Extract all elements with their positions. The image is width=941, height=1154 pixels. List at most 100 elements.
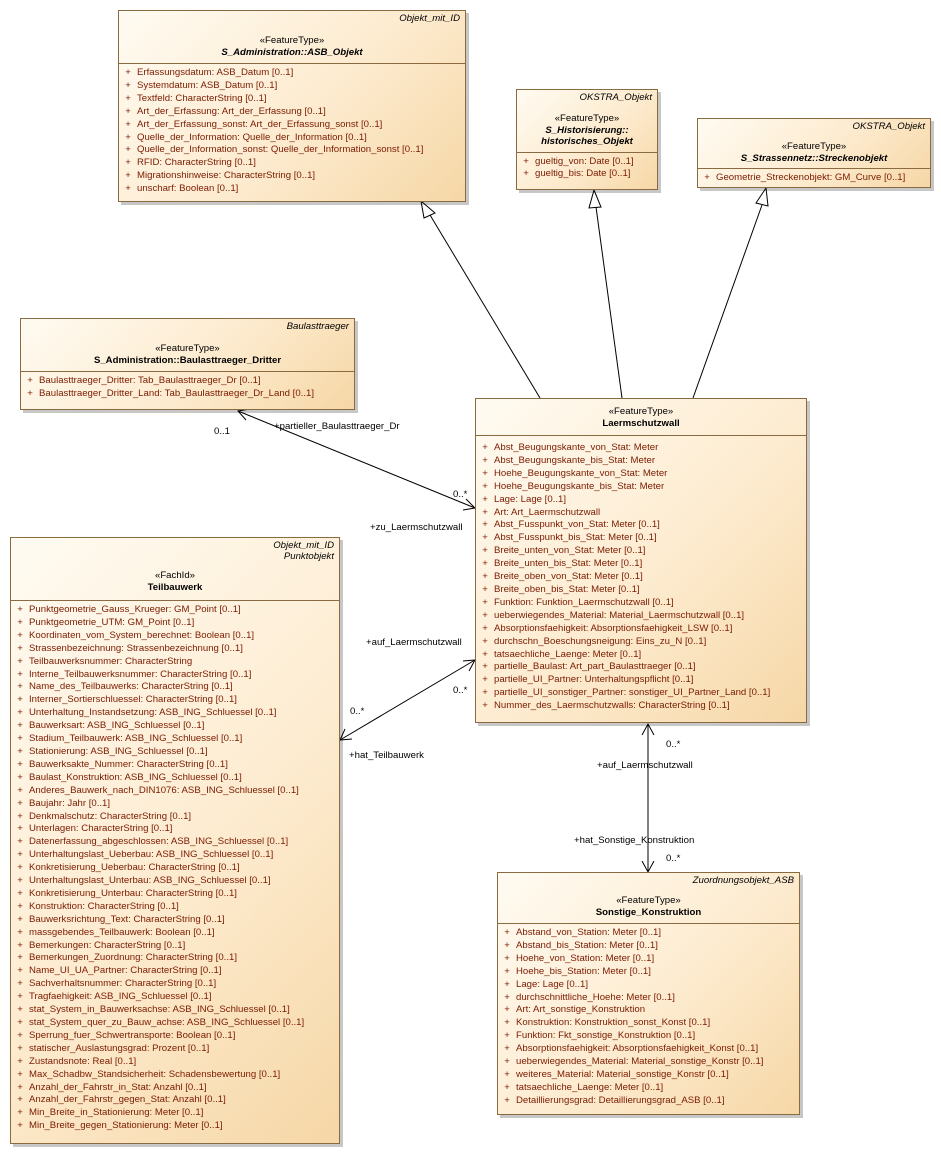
attribute-row[interactable]: +massgebendes_Teilbauwerk: Boolean [0..1… (11, 927, 339, 940)
attribute-row[interactable]: +partielle_UI_sonstiger_Partner: sonstig… (476, 687, 806, 700)
attribute-row[interactable]: +Denkmalschutz: CharacterString [0..1] (11, 811, 339, 824)
attribute-row[interactable]: +Hoehe_Beugungskante_von_Stat: Meter (476, 468, 806, 481)
attribute-row[interactable]: +Unterhaltung_Instandsetzung: ASB_ING_Sc… (11, 707, 339, 720)
attribute-row[interactable]: +Lage: Lage [0..1] (476, 494, 806, 507)
attribute-row[interactable]: +Tragfaehigkeit: ASB_ING_Schluessel [0..… (11, 991, 339, 1004)
attribute-row[interactable]: +Abst_Beugungskante_bis_Stat: Meter (476, 455, 806, 468)
attribute-row[interactable]: +Punktgeometrie_Gauss_Krueger: GM_Point … (11, 604, 339, 617)
attribute-row[interactable]: +Bemerkungen_Zuordnung: CharacterString … (11, 952, 339, 965)
attribute-row[interactable]: +Stadium_Teilbauwerk: ASB_ING_Schluessel… (11, 733, 339, 746)
attribute-row[interactable]: +Name_UI_UA_Partner: CharacterString [0.… (11, 965, 339, 978)
attribute-row[interactable]: +Konkretisierung_Ueberbau: CharacterStri… (11, 862, 339, 875)
attribute-row[interactable]: +Konstruktion: Konstruktion_sonst_Konst … (498, 1017, 799, 1030)
class-teilbauwerk[interactable]: Objekt_mit_ID Punktobjekt «FachId» Teilb… (10, 537, 340, 1144)
attribute-row[interactable]: +Absorptionsfaehigkeit: Absorptionsfaehi… (498, 1043, 799, 1056)
attribute-row[interactable]: +Quelle_der_Information: Quelle_der_Info… (119, 132, 465, 145)
attribute-row[interactable]: +Art_der_Erfassung: Art_der_Erfassung [0… (119, 106, 465, 119)
attribute-row[interactable]: +Art_der_Erfassung_sonst: Art_der_Erfass… (119, 119, 465, 132)
attribute-row[interactable]: +Min_Breite_in_Stationierung: Meter [0..… (11, 1107, 339, 1120)
visibility-public: + (17, 1120, 23, 1132)
attribute-row[interactable]: +Hoehe_bis_Station: Meter [0..1] (498, 966, 799, 979)
attribute-row[interactable]: +Datenerfassung_abgeschlossen: ASB_ING_S… (11, 836, 339, 849)
attribute-row[interactable]: +Interner_Sortierschluessel: CharacterSt… (11, 694, 339, 707)
attribute-row[interactable]: +RFID: CharacterString [0..1] (119, 157, 465, 170)
attribute-row[interactable]: +Bauwerksrichtung_Text: CharacterString … (11, 914, 339, 927)
attribute-row[interactable]: +Bauwerksakte_Nummer: CharacterString [0… (11, 759, 339, 772)
attribute-row[interactable]: +Textfeld: CharacterString [0..1] (119, 93, 465, 106)
class-historisches-objekt[interactable]: OKSTRA_Objekt «FeatureType» S_Historisie… (516, 89, 658, 190)
attribute-row[interactable]: +Max_Schadbw_Standsicherheit: Schadensbe… (11, 1069, 339, 1082)
attribute-row[interactable]: +Zustandsnote: Real [0..1] (11, 1056, 339, 1069)
attribute-row[interactable]: +Breite_oben_von_Stat: Meter [0..1] (476, 571, 806, 584)
attribute-row[interactable]: +Sachverhaltsnummer: CharacterString [0.… (11, 978, 339, 991)
attribute-row[interactable]: +Nummer_des_Laermschutzwalls: CharacterS… (476, 700, 806, 713)
attribute-row[interactable]: +Teilbauwerksnummer: CharacterString (11, 656, 339, 669)
attribute-row[interactable]: +Strassenbezeichnung: Strassenbezeichnun… (11, 643, 339, 656)
attribute-row[interactable]: +tatsaechliche_Laenge: Meter [0..1] (498, 1082, 799, 1095)
attribute-row[interactable]: +Funktion: Funktion_Laermschutzwall [0..… (476, 597, 806, 610)
attribute-row[interactable]: +Interne_Teilbauwerksnummer: CharacterSt… (11, 669, 339, 682)
attribute-row[interactable]: +Detaillierungsgrad: Detaillierungsgrad_… (498, 1095, 799, 1108)
attribute-row[interactable]: +Abst_Fusspunkt_von_Stat: Meter [0..1] (476, 519, 806, 532)
attribute-row[interactable]: +Anzahl_der_Fahrstr_in_Stat: Anzahl [0..… (11, 1082, 339, 1095)
attribute-row[interactable]: +Konkretisierung_Unterbau: CharacterStri… (11, 888, 339, 901)
attribute-row[interactable]: +gueltig_von: Date [0..1] (517, 156, 657, 169)
attribute-row[interactable]: +Geometrie_Streckenobjekt: GM_Curve [0..… (698, 172, 930, 185)
attribute-row[interactable]: +Migrationshinweise: CharacterString [0.… (119, 170, 465, 183)
attribute-row[interactable]: +Breite_unten_von_Stat: Meter [0..1] (476, 545, 806, 558)
class-laermschutzwall[interactable]: «FeatureType» Laermschutzwall +Abst_Beug… (475, 398, 807, 723)
class-baulasttraeger-dritter[interactable]: Baulasttraeger «FeatureType» S_Administr… (20, 318, 355, 410)
attribute-row[interactable]: +Unterhaltungslast_Unterbau: ASB_ING_Sch… (11, 875, 339, 888)
attribute-row[interactable]: +Funktion: Fkt_sonstige_Konstruktion [0.… (498, 1030, 799, 1043)
attribute-row[interactable]: +Erfassungsdatum: ASB_Datum [0..1] (119, 67, 465, 80)
attribute-row[interactable]: +stat_System_quer_zu_Bauw_achse: ASB_ING… (11, 1017, 339, 1030)
attribute-row[interactable]: +durchschnittliche_Hoehe: Meter [0..1] (498, 992, 799, 1005)
attribute-row[interactable]: +partielle_UI_Partner: Unterhaltungspfli… (476, 674, 806, 687)
attribute-row[interactable]: +Anzahl_der_Fahrstr_gegen_Stat: Anzahl [… (11, 1094, 339, 1107)
attribute-row[interactable]: +ueberwiegendes_Material: Material_Laerm… (476, 610, 806, 623)
attribute-row[interactable]: +Baujahr: Jahr [0..1] (11, 798, 339, 811)
attribute-row[interactable]: +Breite_oben_bis_Stat: Meter [0..1] (476, 584, 806, 597)
attribute-row[interactable]: +Bauwerksart: ASB_ING_Schluessel [0..1] (11, 720, 339, 733)
attribute-row[interactable]: +Art: Art_Laermschutzwall (476, 507, 806, 520)
attribute-row[interactable]: +gueltig_bis: Date [0..1] (517, 168, 657, 181)
attribute-row[interactable]: +Bemerkungen: CharacterString [0..1] (11, 940, 339, 953)
attribute-row[interactable]: +Baulasttraeger_Dritter: Tab_Baulasttrae… (21, 375, 354, 388)
attribute-row[interactable]: +Absorptionsfaehigkeit: Absorptionsfaehi… (476, 623, 806, 636)
attribute-row[interactable]: +Quelle_der_Information_sonst: Quelle_de… (119, 144, 465, 157)
class-sonstige-konstruktion[interactable]: Zuordnungsobjekt_ASB «FeatureType» Sonst… (497, 872, 800, 1115)
attribute-row[interactable]: +Baulasttraeger_Dritter_Land: Tab_Baulas… (21, 388, 354, 401)
class-streckenobjekt[interactable]: OKSTRA_Objekt «FeatureType» S_Strassenne… (697, 118, 931, 188)
attribute-row[interactable]: +stat_System_in_Bauwerksachse: ASB_ING_S… (11, 1004, 339, 1017)
attribute-row[interactable]: +Abstand_von_Station: Meter [0..1] (498, 927, 799, 940)
attribute-row[interactable]: +Min_Breite_gegen_Stationierung: Meter [… (11, 1120, 339, 1133)
attribute-row[interactable]: +statischer_Auslastungsgrad: Prozent [0.… (11, 1043, 339, 1056)
attribute-row[interactable]: +tatsaechliche_Laenge: Meter [0..1] (476, 649, 806, 662)
attribute-row[interactable]: +Sperrung_fuer_Schwertransporte: Boolean… (11, 1030, 339, 1043)
class-asb-objekt[interactable]: Objekt_mit_ID «FeatureType» S_Administra… (118, 10, 466, 202)
attribute-row[interactable]: +durchschn_Boeschungsneigung: Eins_zu_N … (476, 636, 806, 649)
attribute-row[interactable]: +Unterhaltungslast_Ueberbau: ASB_ING_Sch… (11, 849, 339, 862)
attribute-row[interactable]: +Hoehe_von_Station: Meter [0..1] (498, 953, 799, 966)
attribute-row[interactable]: +Punktgeometrie_UTM: GM_Point [0..1] (11, 617, 339, 630)
attribute-row[interactable]: +Systemdatum: ASB_Datum [0..1] (119, 80, 465, 93)
attribute-row[interactable]: +Name_des_Teilbauwerks: CharacterString … (11, 681, 339, 694)
attribute-row[interactable]: +Hoehe_Beugungskante_bis_Stat: Meter (476, 481, 806, 494)
attribute-row[interactable]: +Anderes_Bauwerk_nach_DIN1076: ASB_ING_S… (11, 785, 339, 798)
attribute-row[interactable]: +weiteres_Material: Material_sonstige_Ko… (498, 1069, 799, 1082)
attribute-row[interactable]: +Breite_unten_bis_Stat: Meter [0..1] (476, 558, 806, 571)
attribute-row[interactable]: +Baulast_Konstruktion: ASB_ING_Schluesse… (11, 772, 339, 785)
attribute-row[interactable]: +Koordinaten_vom_System_berechnet: Boole… (11, 630, 339, 643)
attribute-row[interactable]: +unscharf: Boolean [0..1] (119, 183, 465, 196)
attribute-row[interactable]: +Abst_Fusspunkt_bis_Stat: Meter [0..1] (476, 532, 806, 545)
attribute-text: Funktion: Funktion_Laermschutzwall [0..1… (494, 596, 674, 608)
attribute-row[interactable]: +Abstand_bis_Station: Meter [0..1] (498, 940, 799, 953)
attribute-row[interactable]: +Abst_Beugungskante_von_Stat: Meter (476, 442, 806, 455)
attribute-row[interactable]: +Art: Art_sonstige_Konstruktion (498, 1004, 799, 1017)
attribute-row[interactable]: +Unterlagen: CharacterString [0..1] (11, 823, 339, 836)
attribute-row[interactable]: +ueberwiegendes_Material: Material_sonst… (498, 1056, 799, 1069)
attribute-row[interactable]: +Lage: Lage [0..1] (498, 979, 799, 992)
attribute-row[interactable]: +Stationierung: ASB_ING_Schluessel [0..1… (11, 746, 339, 759)
attribute-row[interactable]: +Konstruktion: CharacterString [0..1] (11, 901, 339, 914)
attribute-row[interactable]: +partielle_Baulast: Art_part_Baulasttrae… (476, 661, 806, 674)
